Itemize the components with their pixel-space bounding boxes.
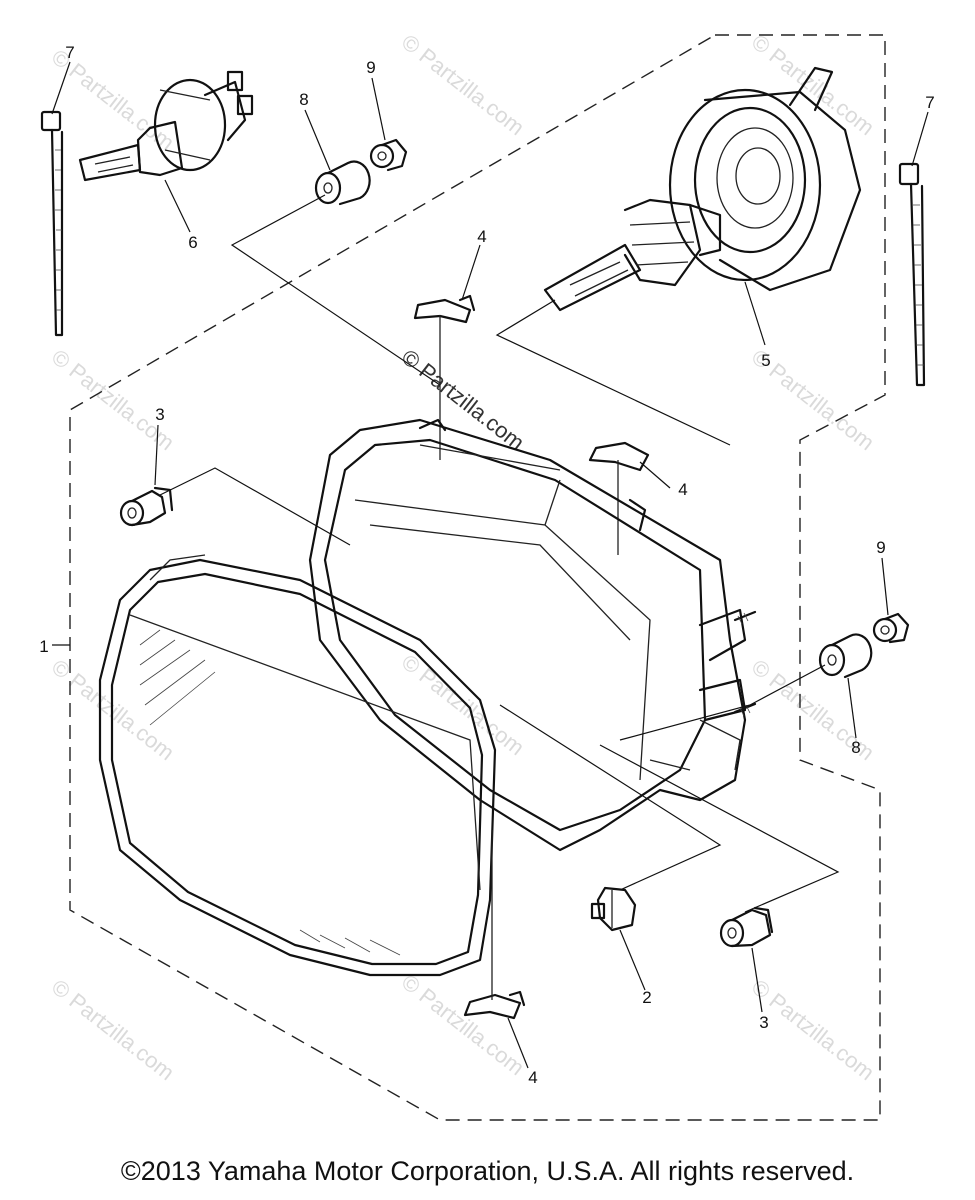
leader-4-upper [461, 244, 481, 301]
leader-4-right [639, 461, 671, 489]
watermark: © Partzilla.com [397, 969, 529, 1080]
leader-8-right [847, 677, 857, 739]
callout-7-left: 7 [65, 43, 74, 62]
leader-8-top [304, 109, 331, 171]
part-3-bulb-left [119, 486, 174, 527]
leader-2-to-body [499, 704, 722, 891]
leader-5-to-body [495, 299, 731, 446]
callout-5: 5 [761, 351, 770, 370]
leader-9-top [371, 77, 386, 141]
leader-5 [744, 281, 766, 346]
leader-7-right [911, 111, 929, 167]
part-7-cable-tie-left [40, 110, 64, 337]
callout-8-right: 8 [851, 738, 860, 757]
part-2-socket [590, 886, 637, 932]
callout-2: 2 [642, 988, 651, 1007]
callout-3-left: 3 [155, 405, 164, 424]
leader-9-right [881, 557, 889, 616]
callout-4-right: 4 [678, 480, 687, 499]
watermark-center: © Partzilla.com [397, 344, 529, 455]
callout-4-bottom: 4 [528, 1068, 537, 1087]
leader-3-right [751, 947, 763, 1013]
watermark: © Partzilla.com [397, 29, 529, 140]
part-7-cable-tie-right [898, 162, 926, 387]
callout-9-right: 9 [876, 538, 885, 557]
leader-8-right-to-body [619, 664, 826, 741]
part-8-grommet-top [314, 160, 371, 206]
leader-3-right-to-body [599, 744, 840, 913]
watermark: © Partzilla.com [47, 974, 179, 1085]
callout-8-top: 8 [299, 90, 308, 109]
leader-2 [619, 929, 646, 991]
part-5-bulb-socket [543, 66, 862, 312]
watermark: © Partzilla.com [397, 649, 529, 760]
part-8-grommet-right [818, 633, 873, 679]
leader-4-bottom [507, 1017, 529, 1069]
callout-1: 1 [39, 637, 48, 656]
part-4-clip-upper [413, 294, 476, 460]
callout-labels: 1 2 3 3 4 4 4 5 6 7 7 8 8 9 9 [39, 43, 934, 1087]
callout-9-top: 9 [366, 58, 375, 77]
watermark: © Partzilla.com [47, 344, 179, 455]
watermark: © Partzilla.com [747, 29, 879, 140]
headlight-housing [308, 418, 757, 852]
part-4-clip-bottom [463, 830, 526, 1020]
part-9-nut-right [872, 612, 910, 644]
leader-3-left [154, 424, 159, 486]
callout-7-right: 7 [925, 93, 934, 112]
watermarks: © Partzilla.com © Partzilla.com © Partzi… [47, 29, 879, 1085]
copyright-notice: ©2013 Yamaha Motor Corporation, U.S.A. A… [120, 1156, 855, 1186]
part-6-bulb [78, 70, 254, 182]
leader-8-top-to-body [230, 194, 441, 386]
callout-4-upper: 4 [477, 227, 486, 246]
assembly-boundary [69, 34, 886, 1121]
part-4-clip-right [588, 441, 650, 555]
leader-7-left [51, 61, 71, 115]
part-3-bulb-right [719, 906, 774, 948]
callout-6: 6 [188, 233, 197, 252]
part-9-nut-top [369, 138, 408, 172]
leader-6 [164, 179, 191, 233]
headlight-lens [98, 554, 497, 977]
leader-3-left-to-body [159, 467, 351, 546]
callout-3-right: 3 [759, 1013, 768, 1032]
